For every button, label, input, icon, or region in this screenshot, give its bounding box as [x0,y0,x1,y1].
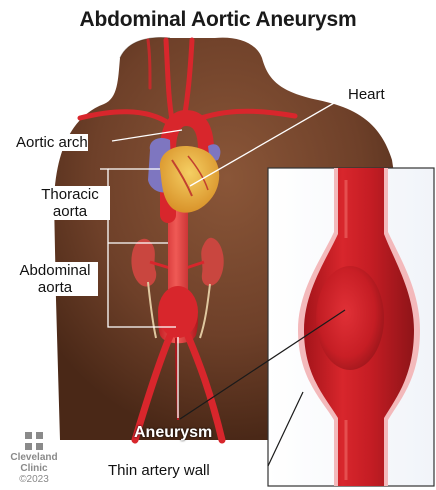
logo-name-line1: Cleveland [8,452,60,463]
label-thin-artery-wall: Thin artery wall [108,462,210,479]
diagram-title: Abdominal Aortic Aneurysm [0,8,436,32]
logo-name-line2: Clinic [8,463,60,474]
label-abdominal-line2: aorta [12,279,98,296]
label-thoracic-aorta: Thoracic aorta [30,186,110,220]
label-aortic-arch: Aortic arch [16,134,88,151]
cleveland-clinic-logo: Cleveland Clinic ©2023 [8,432,60,485]
logo-copyright: ©2023 [19,474,49,485]
label-abdominal-line1: Abdominal [12,262,98,279]
label-thoracic-line1: Thoracic [30,186,110,203]
label-aneurysm: Aneurysm [134,424,212,441]
label-abdominal-aorta: Abdominal aorta [12,262,98,296]
zoom-panel [268,168,434,486]
cleveland-clinic-logo-mark [25,432,43,450]
label-heart: Heart [348,86,385,103]
label-thoracic-line2: aorta [30,203,110,220]
